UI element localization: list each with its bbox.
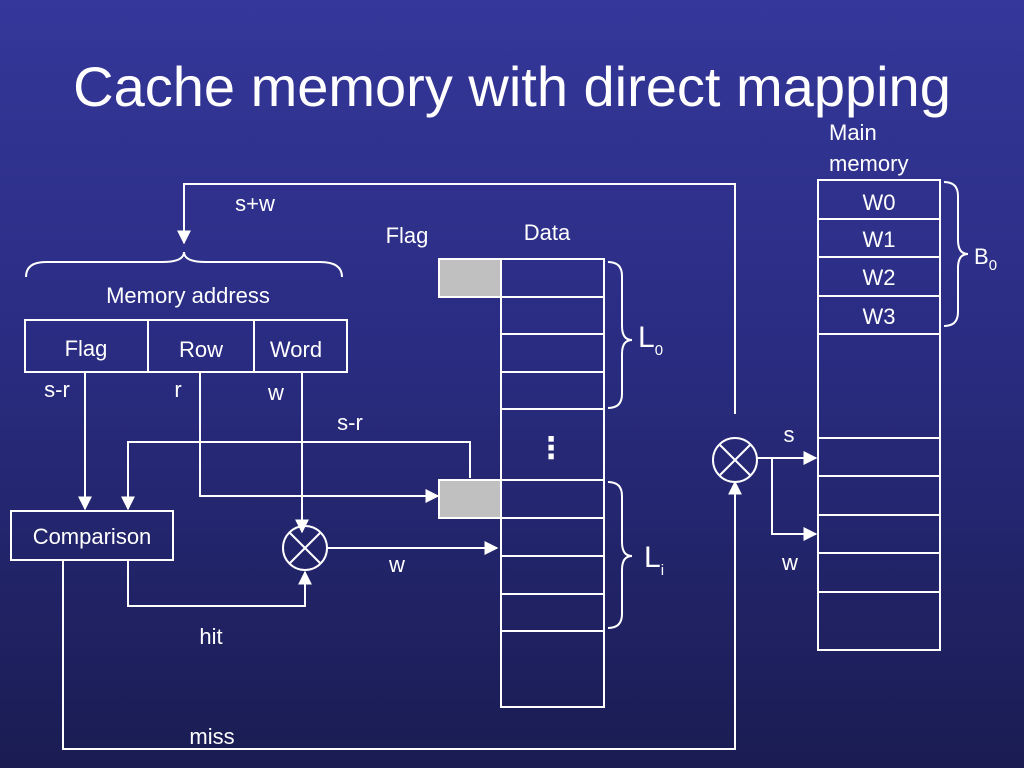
cache-flag-header: Flag bbox=[386, 223, 429, 248]
line0-brace bbox=[607, 261, 633, 409]
cache-data-header: Data bbox=[524, 220, 571, 245]
flag-width-label: s-r bbox=[44, 377, 70, 402]
main-word-w2: W2 bbox=[863, 265, 896, 290]
main-memory-column bbox=[817, 179, 941, 651]
field-word-label: Word bbox=[270, 337, 322, 362]
main-s-label: s bbox=[784, 422, 795, 447]
linei-label: Li bbox=[644, 541, 664, 579]
flag-compare-width-label: s-r bbox=[337, 410, 363, 435]
total-width-label: s+w bbox=[235, 191, 275, 216]
cache-flag-cell-l0 bbox=[438, 258, 502, 298]
slide-title: Cache memory with direct mapping bbox=[73, 55, 951, 118]
block0-label: B0 bbox=[974, 244, 997, 274]
main-memory-label-line1: Main bbox=[829, 120, 877, 145]
row-width-label: r bbox=[174, 377, 181, 402]
cache-data-column bbox=[500, 258, 605, 708]
comparison-block bbox=[10, 510, 174, 561]
row-select-line bbox=[199, 372, 440, 503]
word-width-label: w bbox=[267, 380, 284, 405]
mux-word-label: w bbox=[388, 552, 405, 577]
hit-line bbox=[127, 560, 312, 607]
line0-label: L0 bbox=[638, 321, 663, 359]
cache-flag-to-comparison-line bbox=[121, 441, 471, 511]
miss-label: miss bbox=[189, 724, 234, 749]
cache-flag-cell-li bbox=[438, 479, 502, 519]
main-word-w0: W0 bbox=[863, 190, 896, 215]
hit-label: hit bbox=[199, 624, 222, 649]
memory-address-brace bbox=[25, 251, 343, 278]
main-w-label: w bbox=[781, 550, 798, 575]
cache-ellipsis: ⋮ bbox=[536, 432, 566, 465]
comparison-label: Comparison bbox=[33, 524, 152, 549]
main-w-line bbox=[771, 458, 818, 541]
miss-line bbox=[62, 480, 742, 750]
main-word-w1: W1 bbox=[863, 227, 896, 252]
field-row-label: Row bbox=[179, 337, 223, 362]
linei-brace bbox=[607, 481, 633, 629]
main-mux bbox=[712, 437, 758, 483]
memory-address-register bbox=[24, 319, 348, 373]
memory-address-label: Memory address bbox=[106, 283, 270, 308]
main-word-w3: W3 bbox=[863, 304, 896, 329]
main-memory-label-line2: memory bbox=[829, 151, 908, 176]
field-flag-label: Flag bbox=[65, 336, 108, 361]
block0-brace bbox=[943, 181, 969, 327]
address-feedback-line bbox=[177, 183, 736, 414]
